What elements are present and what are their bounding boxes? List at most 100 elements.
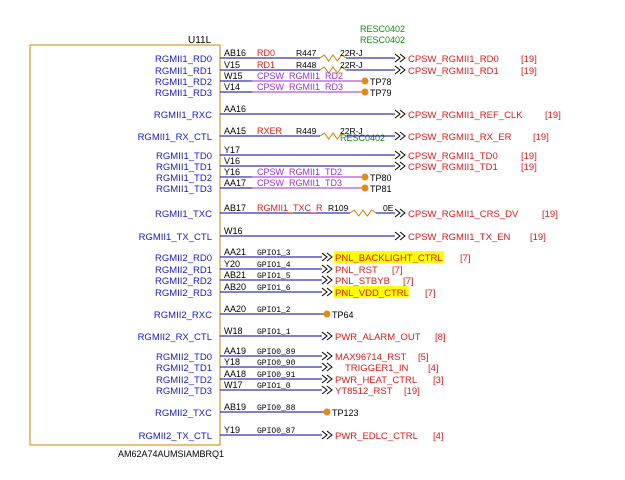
page-ref: [7] <box>460 253 471 264</box>
offpage-chevron <box>394 161 401 171</box>
page-ref: [4] <box>433 431 444 442</box>
resistor-value: 22R-J <box>340 60 363 70</box>
pin-number: V14 <box>224 82 240 92</box>
pin-label: RGMII2_RXC <box>154 310 212 321</box>
page-ref: [19] <box>542 209 558 220</box>
pin-number: W17 <box>224 380 243 390</box>
gpio-label: GPIO1_2 <box>257 306 291 315</box>
gpio-label: GPIO0_87 <box>257 427 296 436</box>
testpoint-dot <box>361 77 369 85</box>
offpage-net-label: PNL_BACKLIGHT_CTRL <box>335 253 443 264</box>
offpage-chevron <box>326 264 333 274</box>
resistor-package-label: RESC0402 <box>340 133 385 143</box>
offpage-net-label: CPSW_RGMII1_TD0 <box>408 151 498 162</box>
offpage-chevron <box>394 208 401 218</box>
offpage-chevron <box>394 231 401 241</box>
offpage-net-label: CPSW_RGMII1_CRS_DV <box>408 209 519 220</box>
resistor-ref: R449 <box>296 126 317 136</box>
testpoint-label: TP123 <box>332 408 359 418</box>
pin-number: AA15 <box>224 126 246 136</box>
pin-label: RGMII1_TXC <box>155 209 212 220</box>
component-name: AM62A74AUMSIAMBRQ1 <box>118 449 224 459</box>
offpage-chevron <box>399 109 406 119</box>
pin-number: AB20 <box>224 282 246 292</box>
offpage-net-label: PWR_HEAT_CTRL <box>335 375 417 386</box>
offpage-chevron <box>394 65 401 75</box>
pin-label: RGMII1_TD0 <box>156 151 212 162</box>
gpio-label: GPIO1_1 <box>257 328 291 337</box>
pin-number: Y20 <box>224 259 240 269</box>
offpage-chevron <box>321 331 328 341</box>
offpage-chevron <box>326 287 333 297</box>
resistor-package-label: RESC0402 <box>360 24 405 34</box>
pin-label: RGMII2_RD2 <box>155 276 212 287</box>
gpio-label: GPIO1_6 <box>257 284 291 293</box>
pin-label: RGMII1_RD2 <box>155 77 212 88</box>
testpoint-label: TP80 <box>370 173 392 183</box>
pin-number: AA17 <box>224 178 246 188</box>
gpio-label: GPIO1_4 <box>257 261 291 270</box>
gpio-label: GPIO1_5 <box>257 272 291 281</box>
offpage-chevron <box>399 161 406 171</box>
offpage-chevron <box>399 131 406 141</box>
page-ref: [19] <box>521 66 537 77</box>
offpage-chevron <box>321 385 328 395</box>
pin-label: RGMII2_TD0 <box>156 352 212 363</box>
offpage-chevron <box>326 374 333 384</box>
page-ref: [5] <box>418 352 429 363</box>
net-label: CPSW_RGMII1_RD3 <box>257 82 343 92</box>
pin-label: RGMII2_TD1 <box>156 363 212 374</box>
pin-number: AA19 <box>224 346 246 356</box>
net-label: CPSW_RGMII1_TD3 <box>257 178 342 188</box>
page-ref: [19] <box>533 132 549 143</box>
testpoint-label: TP79 <box>370 88 392 98</box>
page-ref: [7] <box>392 265 403 276</box>
offpage-net-label: YT8512_RST <box>335 386 393 397</box>
pin-label: RGMII1_TD1 <box>156 162 212 173</box>
resistor-value: 22R-J <box>340 126 363 136</box>
resistor-symbol <box>319 54 347 62</box>
page-ref: [19] <box>521 54 537 65</box>
offpage-chevron <box>394 150 401 160</box>
pin-label: RGMII1_RD0 <box>155 54 212 65</box>
resistor-symbol <box>319 66 347 74</box>
pin-label: RGMII1_RD3 <box>155 88 212 99</box>
page-ref: [4] <box>428 363 439 374</box>
offpage-chevron <box>399 65 406 75</box>
offpage-chevron <box>394 131 401 141</box>
offpage-chevron <box>326 430 333 440</box>
pin-label: RGMII2_RD1 <box>155 265 212 276</box>
offpage-net-label: CPSW_RGMII1_TX_EN <box>408 232 511 243</box>
pin-number: Y19 <box>224 425 240 435</box>
gpio-label: GPIO1_3 <box>257 249 291 258</box>
offpage-chevron <box>321 351 328 361</box>
offpage-chevron <box>326 362 333 372</box>
pin-number: AA18 <box>224 369 246 379</box>
offpage-chevron <box>399 53 406 63</box>
testpoint-dot <box>361 173 369 181</box>
component-body <box>29 44 221 446</box>
page-ref: [19] <box>404 386 420 397</box>
net-label: RGMII1_TXC_R <box>257 203 323 213</box>
offpage-chevron <box>321 362 328 372</box>
offpage-net-label: PWR_ALARM_OUT <box>335 332 421 343</box>
gpio-label: GPIO0_90 <box>257 359 296 368</box>
pin-number: W18 <box>224 326 243 336</box>
offpage-chevron <box>326 385 333 395</box>
net-label: CPSW_RGMII1_TD2 <box>257 167 342 177</box>
net-label: RD1 <box>257 60 275 70</box>
highlight-box <box>334 286 409 298</box>
pin-number: AB19 <box>224 402 246 412</box>
page-ref: [3] <box>433 375 444 386</box>
offpage-chevron <box>326 351 333 361</box>
pin-label: RGMII1_RXC <box>154 110 212 121</box>
pin-number: AA20 <box>224 304 246 314</box>
pin-label: RGMII2_RD0 <box>155 253 212 264</box>
net-label: CPSW_RGMII1_RD2 <box>257 71 343 81</box>
offpage-chevron <box>321 275 328 285</box>
page-ref: [7] <box>403 276 414 287</box>
pin-label: RGMII1_TD3 <box>156 184 212 195</box>
pin-number: AA16 <box>224 104 246 114</box>
gpio-label: GPIO0_89 <box>257 348 296 357</box>
offpage-net-label: PNL_VDD_CTRL <box>335 288 409 299</box>
